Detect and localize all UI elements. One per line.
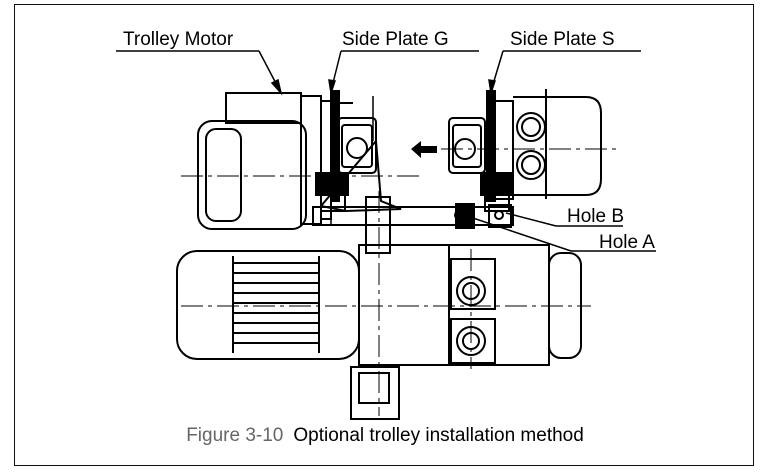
hole-b-marker	[494, 210, 504, 220]
label-trolley-motor: Trolley Motor	[123, 29, 234, 50]
centerlines	[181, 148, 621, 416]
hoist-body	[176, 196, 582, 420]
figure-frame: Trolley Motor Side Plate G Side Plate S …	[14, 4, 754, 466]
label-hole-a: Hole A	[599, 232, 655, 253]
connecting-shaft	[312, 203, 514, 229]
hole-a-marker	[454, 210, 464, 220]
side-plate-g	[315, 90, 402, 213]
figure-number: Figure 3-10	[186, 425, 284, 446]
trolley-installation-drawing	[116, 50, 656, 420]
trolley-motor	[197, 92, 332, 230]
leader-lines	[116, 50, 656, 252]
label-side-plate-g: Side Plate G	[342, 29, 449, 50]
figure-caption: Figure 3-10 Optional trolley installation…	[15, 425, 755, 447]
label-side-plate-s: Side Plate S	[510, 29, 615, 50]
side-plate-s	[448, 89, 602, 212]
label-hole-b: Hole B	[567, 206, 625, 227]
direction-arrow	[411, 141, 437, 158]
figure-title: Optional trolley installation method	[293, 425, 584, 446]
